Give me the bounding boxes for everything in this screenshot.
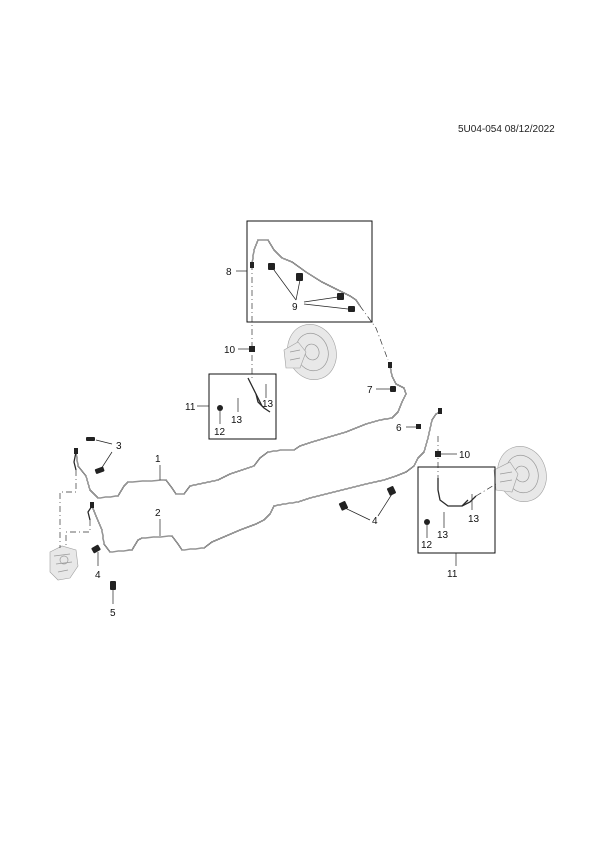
clip-10-left (249, 346, 255, 352)
clip-5 (110, 581, 116, 590)
pipe-1-front-end (73, 451, 77, 471)
fitting-pipe8 (250, 262, 254, 268)
callout-1: 1 (155, 454, 161, 465)
callout-10-left: 10 (224, 345, 236, 356)
clip-7 (390, 386, 396, 392)
rear-left-brake-disc-illustration (283, 324, 337, 380)
rear-right-brake-disc-illustration (493, 446, 547, 502)
fitting-pipe1 (74, 448, 78, 454)
pipe-clips (74, 262, 442, 590)
callout-8: 8 (226, 267, 232, 278)
callout-2: 2 (155, 508, 161, 519)
callout-10-right: 10 (459, 450, 471, 461)
clip-9a (268, 263, 275, 270)
clip-12-left (217, 405, 223, 411)
fitting-pipe2 (90, 502, 94, 508)
clip-4-center (338, 501, 348, 511)
detail-box-11-right (417, 466, 496, 554)
assembly-leader-lines (59, 264, 497, 548)
callout-7: 7 (367, 385, 373, 396)
flexible-hose-right (437, 478, 477, 507)
callout-12-left: 12 (214, 427, 226, 438)
clip-12-right (424, 519, 430, 525)
callout-11-right: 11 (447, 569, 458, 580)
pipe-2-front-end (87, 505, 93, 521)
clip-9c (337, 293, 344, 300)
detail-box-8 (246, 220, 373, 323)
clip-4-left (91, 544, 101, 554)
clip-3b (94, 466, 105, 474)
callout-4-left: 4 (95, 570, 101, 581)
callout-13-right-b: 13 (468, 514, 480, 525)
callout-13-right-a: 13 (437, 530, 449, 541)
clip-9b (296, 273, 303, 281)
clip-4-right (386, 486, 396, 496)
fitting-pipe7 (388, 362, 392, 368)
callout-13-left-b: 13 (262, 399, 274, 410)
callout-11-left: 11 (185, 402, 196, 413)
brake-pipe-8 (251, 239, 361, 307)
callout-9: 9 (292, 302, 298, 313)
callout-5: 5 (110, 608, 116, 619)
brake-pipe-1 (75, 365, 407, 499)
document-reference: 5U04-054 08/12/2022 (458, 124, 555, 135)
clip-6 (416, 424, 421, 429)
callout-3: 3 (116, 441, 122, 452)
brake-pipe-2 (91, 411, 441, 553)
clip-9d (348, 306, 355, 312)
clip-10-right (435, 451, 441, 457)
fitting-pipe6 (438, 408, 442, 414)
callout-leaders (95, 269, 473, 604)
callout-4-right: 4 (372, 516, 378, 527)
front-left-caliper-illustration (49, 545, 79, 581)
clip-3a (86, 437, 95, 441)
callout-6: 6 (396, 423, 402, 434)
flexible-hose-left (247, 377, 271, 413)
detail-box-11-left (208, 373, 277, 440)
callout-13-left-a: 13 (231, 415, 243, 426)
callout-12-right: 12 (421, 540, 433, 551)
